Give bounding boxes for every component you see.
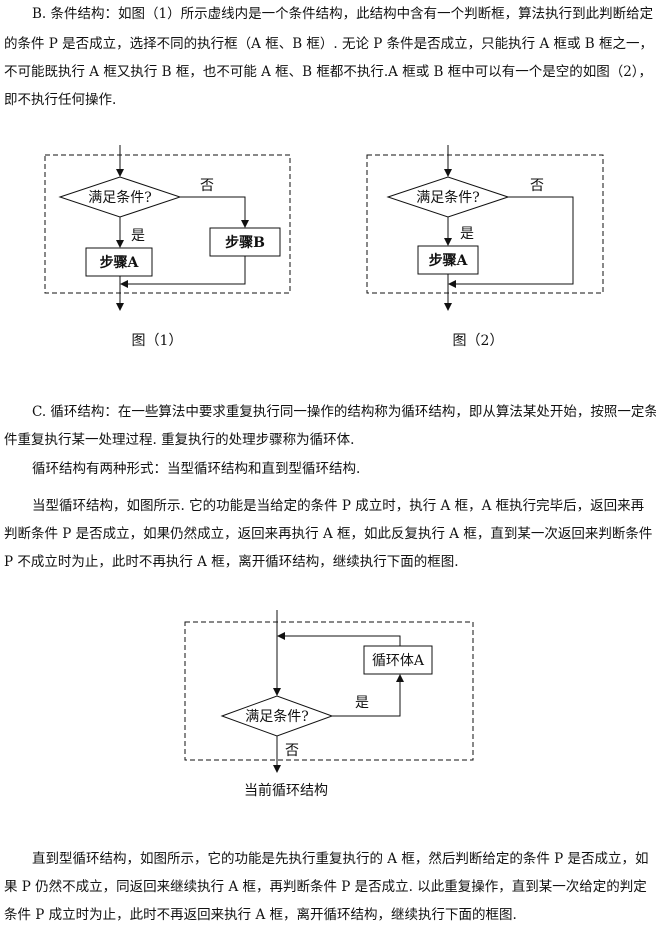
para-b-line: B. 条件结构：如图（1）所示虚线内是一个条件结构，此结构中含有一个判断框，算法… [32, 6, 654, 22]
fig2-dashed-frame [366, 154, 604, 294]
para-until-line: 直到型循环结构，如图所示，它的功能是先执行重复执行的 A 框，然后判断给定的条件… [32, 851, 649, 867]
fig3-loop-body-box [363, 645, 433, 675]
para-until-line: 条件 P 成立时为止，此时不再返回来执行 A 框，离开循环结构，继续执行下面的框… [4, 907, 517, 923]
fig3-condition-label: 满足条件? [245, 708, 309, 725]
fig2-condition-label: 满足条件? [416, 189, 480, 206]
fig1-step-a-box [85, 247, 153, 277]
fig1-caption: 图（1） [132, 333, 183, 349]
fig1-condition-label: 满足条件? [88, 189, 152, 206]
para-while-line: P 不成立时为止，此时不再执行 A 框，离开循环结构，继续执行下面的框图. [4, 554, 459, 570]
para-c-line: C. 循环结构：在一些算法中要求重复执行同一操作的结构称为循环结构，即从算法某处… [32, 404, 656, 420]
fig3-dashed-frame [184, 621, 474, 761]
fig2-step-a-label: 步骤A [429, 252, 469, 269]
para-while-line: 判断条件 P 是否成立，如果仍然成立，返回来再执行 A 框，如此反复执行 A 框… [4, 526, 653, 542]
fig1-no-label: 否 [200, 178, 214, 194]
para-b-line: 不可能既执行 A 框又执行 B 框，也不可能 A 框、B 框都不执行.A 框或 … [4, 64, 653, 80]
fig1-dashed-frame [44, 154, 291, 294]
fig3-no-label: 否 [285, 743, 299, 759]
fig3-loop-body-label: 循环体A [372, 653, 425, 669]
fig2-yes-label: 是 [460, 226, 474, 242]
fig2-caption: 图（2） [453, 333, 504, 349]
para-forms: 循环结构有两种形式：当型循环结构和直到型循环结构. [32, 461, 361, 477]
para-b-line: 即不执行任何操作. [4, 92, 117, 108]
para-until-line: 果 P 仍然不成立，同返回来继续执行 A 框，再判断条件 P 是否成立. 以此重… [4, 879, 647, 895]
fig2-no-label: 否 [530, 178, 544, 194]
fig3-yes-label: 是 [355, 695, 369, 711]
para-while-line: 当型循环结构，如图所示. 它的功能是当给定的条件 P 成立时，执行 A 框，A … [32, 498, 645, 514]
fig1-yes-label: 是 [131, 228, 145, 244]
fig1-step-a-label: 步骤A [100, 254, 140, 271]
para-c-line: 件重复执行某一处理过程. 重复执行的处理步骤称为循环体. [4, 432, 355, 448]
fig1-step-b-label: 步骤B [225, 234, 265, 251]
para-b-line: 的条件 P 是否成立，选择不同的执行框（A 框、B 框）. 无论 P 条件是否成… [4, 36, 654, 52]
fig3-caption: 当前循环结构 [244, 782, 328, 799]
